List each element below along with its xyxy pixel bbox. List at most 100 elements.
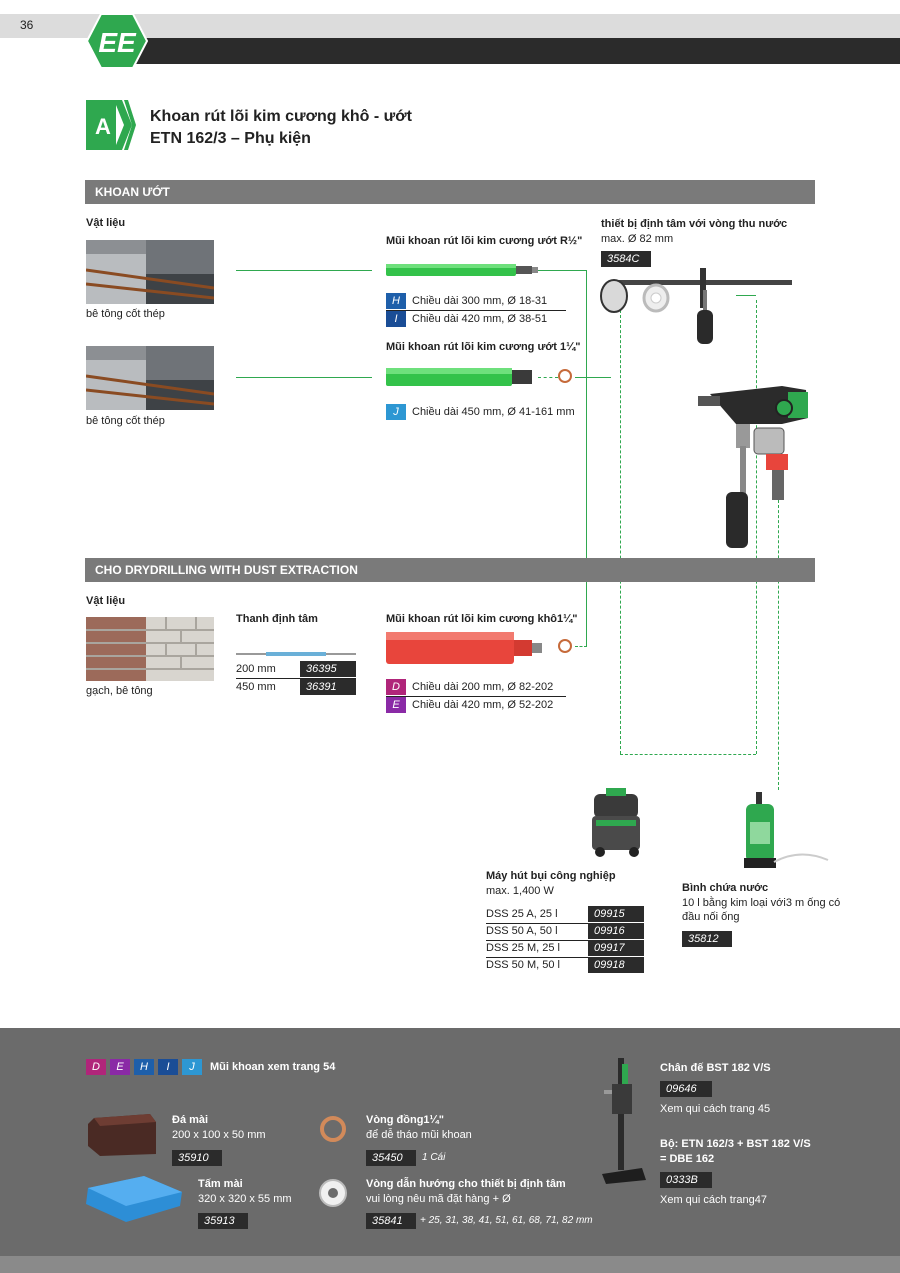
connector-line xyxy=(538,377,558,378)
vacuum-code-1: 09915 xyxy=(588,906,644,922)
connector-line xyxy=(736,295,756,296)
drill-set-code: 0333B xyxy=(660,1172,712,1188)
vacuum-model-1: DSS 25 A, 25 l xyxy=(486,908,558,920)
guide-ring-desc: vui lòng nêu mã đặt hàng + Ø xyxy=(366,1193,511,1205)
dry-core-bit-image xyxy=(386,630,546,666)
grinding-plate-title: Tấm mài xyxy=(198,1178,243,1190)
section-letter-badge: A xyxy=(86,100,136,150)
centering-device-code: 3584C xyxy=(601,251,651,267)
letter-badge-i: I xyxy=(386,311,406,327)
connector-line xyxy=(236,270,372,271)
grinding-plate-image xyxy=(84,1174,184,1224)
connector-line xyxy=(778,500,779,790)
connector-line xyxy=(575,646,587,647)
vacuum-code-2: 09916 xyxy=(588,923,644,939)
vacuum-model-4: DSS 50 M, 50 l xyxy=(486,959,560,971)
brand-logo: EE xyxy=(85,12,149,70)
dry-material-name: gạch, bê tông xyxy=(86,685,153,697)
guide-ring-code: 35841 xyxy=(366,1213,416,1229)
brand-logo-text: EE xyxy=(98,27,137,58)
connector-line xyxy=(236,377,372,378)
grinding-stone-code: 35910 xyxy=(172,1150,222,1166)
vacuum-spec: max. 1,400 W xyxy=(486,885,554,897)
copper-ring-title: Vòng đồng1¼" xyxy=(366,1114,444,1126)
wet-material-1-name: bê tông cốt thép xyxy=(86,308,165,320)
grinding-stone-title: Đá mài xyxy=(172,1114,209,1126)
dry-bit-spec-2: Chiều dài 420 mm, Ø 52-202 xyxy=(412,699,554,711)
dry-bit-spec-1: Chiều dài 200 mm, Ø 82-202 xyxy=(412,681,554,693)
copper-ring-code: 35450 xyxy=(366,1150,416,1166)
connector-line xyxy=(756,300,757,754)
divider xyxy=(486,923,644,924)
drill-stand-code: 09646 xyxy=(660,1081,712,1097)
vacuum-model-2: DSS 50 A, 50 l xyxy=(486,925,558,937)
page-title: Khoan rút lõi kim cương khô - ướt ETN 16… xyxy=(150,106,412,150)
water-tank-desc-1: 10 l bằng kim loại với3 m ống có xyxy=(682,897,841,909)
concrete-image-2 xyxy=(85,346,215,410)
vacuum-model-3: DSS 25 M, 25 l xyxy=(486,942,560,954)
centering-rod-size-2: 450 mm xyxy=(236,681,276,693)
page-number: 36 xyxy=(20,18,34,32)
centering-rod-title: Thanh định tâm xyxy=(236,613,318,625)
connector-line xyxy=(575,377,611,378)
guide-ring-image xyxy=(316,1176,350,1210)
drill-set-title-1: Bộ: ETN 162/3 + BST 182 V/S xyxy=(660,1138,811,1150)
side-handle-image xyxy=(694,290,716,346)
drill-set-note: Xem qui cách trang47 xyxy=(660,1194,768,1206)
wet-bit-2-spec-1: Chiều dài 450 mm, Ø 41-161 mm xyxy=(412,406,575,418)
water-tank-code: 35812 xyxy=(682,931,732,947)
footer-letter-i: I xyxy=(158,1059,178,1075)
concrete-image-1 xyxy=(85,240,215,304)
footer-letter-j: J xyxy=(182,1059,202,1075)
wet-bit-1-spec-1: Chiều dài 300 mm, Ø 18-31 xyxy=(412,295,548,307)
divider xyxy=(236,678,356,679)
wet-section-header: KHOAN ƯỚT xyxy=(85,180,815,204)
footer-letter-h: H xyxy=(134,1059,154,1075)
copper-ring-image xyxy=(318,1114,348,1144)
centering-rod-code-2: 36391 xyxy=(300,679,356,695)
divider xyxy=(386,310,566,311)
drill-stand-image xyxy=(598,1056,648,1186)
vacuum-cleaner-image xyxy=(586,786,650,858)
wet-core-bit-2-image xyxy=(386,366,538,388)
wet-bit-2-title: Mũi khoan rút lõi kim cương ướt 1¼" xyxy=(386,341,581,353)
connector-line xyxy=(538,270,586,271)
drill-machine-image xyxy=(696,372,816,552)
centering-rod-size-1: 200 mm xyxy=(236,663,276,675)
centering-rod-code-1: 36395 xyxy=(300,661,356,677)
copper-ring-icon xyxy=(558,369,572,383)
copper-ring-icon xyxy=(558,639,572,653)
footer-letters-note: Mũi khoan xem trang 54 xyxy=(210,1061,336,1073)
wet-bit-1-title: Mũi khoan rút lõi kim cương ướt R½" xyxy=(386,235,583,247)
connector-line xyxy=(620,754,756,755)
centering-device-title: thiết bị định tâm với vòng thu nước xyxy=(601,218,788,230)
dry-material-label: Vật liệu xyxy=(86,595,126,607)
copper-ring-qty: 1 Cái xyxy=(422,1152,446,1163)
vacuum-code-3: 09917 xyxy=(588,940,644,956)
grinding-stone-size: 200 x 100 x 50 mm xyxy=(172,1129,266,1141)
centering-rod-image xyxy=(236,644,356,656)
brick-image xyxy=(86,617,214,681)
guide-ring-title: Vòng dẫn hướng cho thiết bị định tâm xyxy=(366,1178,566,1190)
top-bar xyxy=(0,0,900,64)
centering-device-image xyxy=(598,268,798,328)
wet-bit-1-spec-2: Chiều dài 420 mm, Ø 38-51 xyxy=(412,313,548,325)
divider xyxy=(386,696,566,697)
dry-section-header: CHO DRYDRILLING WITH DUST EXTRACTION xyxy=(85,558,815,582)
water-tank-desc-2: đầu nối ống xyxy=(682,911,740,923)
connector-line xyxy=(620,300,621,754)
letter-badge-h: H xyxy=(386,293,406,309)
letter-badge-e: E xyxy=(386,697,406,713)
water-tank-image xyxy=(740,792,832,874)
vacuum-code-4: 09918 xyxy=(588,957,644,973)
connector-line xyxy=(586,270,587,646)
grinding-stone-image xyxy=(86,1110,158,1158)
vacuum-title: Máy hút bụi công nghiệp xyxy=(486,870,616,882)
footer-letter-d: D xyxy=(86,1059,106,1075)
divider xyxy=(486,940,644,941)
drill-stand-note: Xem qui cách trang 45 xyxy=(660,1103,771,1115)
divider xyxy=(486,957,644,958)
section-letter-text: A xyxy=(95,114,111,139)
drill-set-title-2: = DBE 162 xyxy=(660,1153,715,1165)
dry-bit-title: Mũi khoan rút lõi kim cương khô1¼" xyxy=(386,613,578,625)
